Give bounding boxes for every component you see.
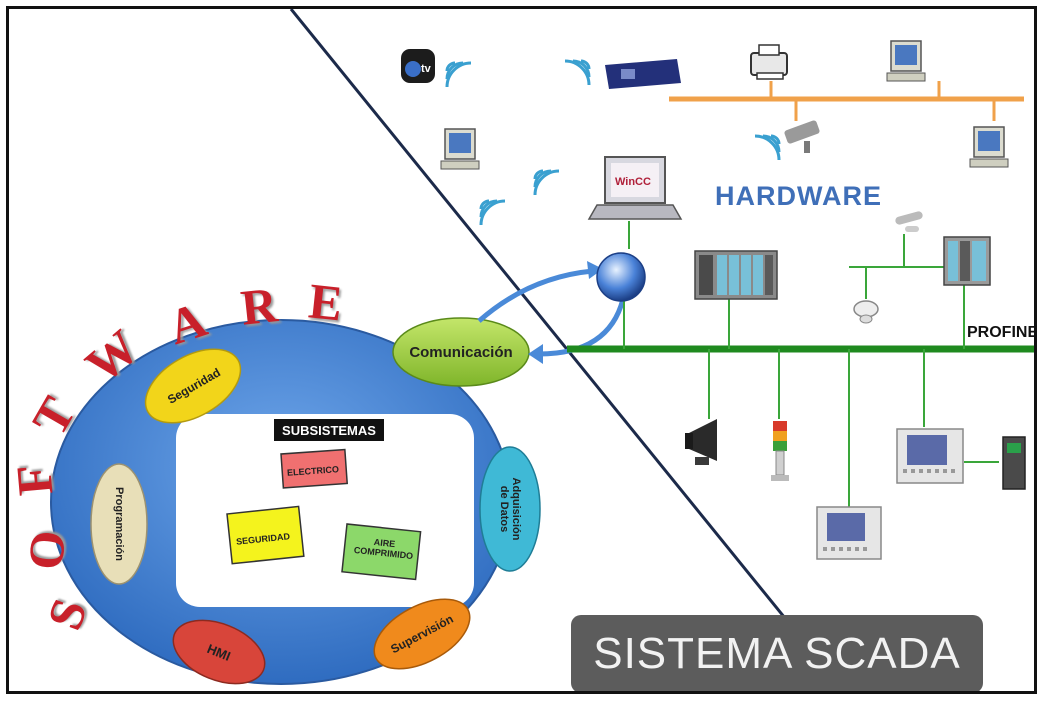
diagram-frame: tv: [6, 6, 1037, 694]
hardware-label: HARDWARE: [715, 181, 882, 211]
pill-adquisicion-line2: de Datos: [498, 485, 510, 533]
subsystem-seguridad-label: SEGURIDAD: [235, 531, 291, 547]
software-letter-o: O: [16, 528, 77, 572]
profinet-drops: [623, 234, 999, 507]
camera-icon: [784, 120, 820, 153]
horn-icon: [685, 419, 717, 465]
profinet-label: PROFINET: [967, 324, 1034, 341]
pill-adquisicion: [479, 446, 541, 572]
wifi-icon: [564, 59, 591, 86]
subsystem-seguridad: [226, 505, 305, 565]
software-letter-f: F: [6, 462, 64, 498]
wifi-icon: [479, 199, 506, 226]
computer-icon: [969, 126, 1009, 168]
diagram-canvas: tv: [50, 9, 1034, 691]
page-title: SISTEMA SCADA: [571, 615, 983, 691]
io-module-icon: [1002, 436, 1026, 490]
subsystems-title: SUBSISTEMAS: [274, 419, 384, 441]
pill-supervision: [373, 598, 471, 670]
smoke-detector-icon: [853, 300, 879, 324]
subsystem-electrico: [280, 448, 349, 489]
signal-tower-icon: [771, 421, 789, 481]
sensor-icon: [895, 211, 923, 232]
laptop-icon: WinCC: [587, 156, 683, 220]
pill-programacion: [90, 463, 148, 585]
pill-comunicacion-label: Comunicación: [409, 343, 513, 361]
apple-tv-icon: tv: [401, 49, 435, 83]
subsystem-aire-label: AIRE COMPRIMIDO: [345, 523, 423, 573]
pill-adquisicion-label: Adquisición de Datos: [490, 459, 530, 559]
router-icon: [605, 59, 681, 89]
pill-hmi: [172, 619, 266, 685]
arrow-to-globe: [477, 268, 594, 323]
hmi-panel-icon: [816, 506, 882, 560]
pill-comunicacion: [392, 317, 530, 387]
pill-adquisicion-line1: Adquisición: [510, 477, 522, 541]
wifi-icon: [754, 134, 781, 161]
computer-icon: [440, 128, 480, 170]
wifi-icon: [533, 169, 560, 196]
arrowhead-globe: [587, 261, 603, 279]
printer-icon: [750, 44, 788, 80]
pill-seguridad: [144, 348, 242, 424]
subsystems-panel: [176, 414, 474, 607]
wincc-label: WinCC: [615, 176, 651, 188]
io-rack-icon: [943, 236, 991, 286]
hmi-panel-icon: [896, 428, 964, 484]
plc-icon: [694, 250, 778, 300]
computer-icon: [886, 40, 926, 82]
wifi-icon: [445, 61, 472, 88]
pill-programacion-label: Programación: [113, 487, 125, 561]
arrow-to-comunicacion: [538, 298, 626, 357]
software-letter-e: E: [306, 272, 346, 332]
apple-tv-label: tv: [421, 63, 432, 75]
subsystem-aire-line2: COMPRIMIDO: [353, 544, 414, 562]
software-letter-r: R: [238, 276, 280, 336]
subsystem-electrico-label: ELECTRICO: [286, 464, 340, 478]
globe-icon: [596, 252, 646, 302]
arrowhead-comunicacion: [528, 344, 543, 364]
subsystem-aire: [341, 523, 422, 581]
